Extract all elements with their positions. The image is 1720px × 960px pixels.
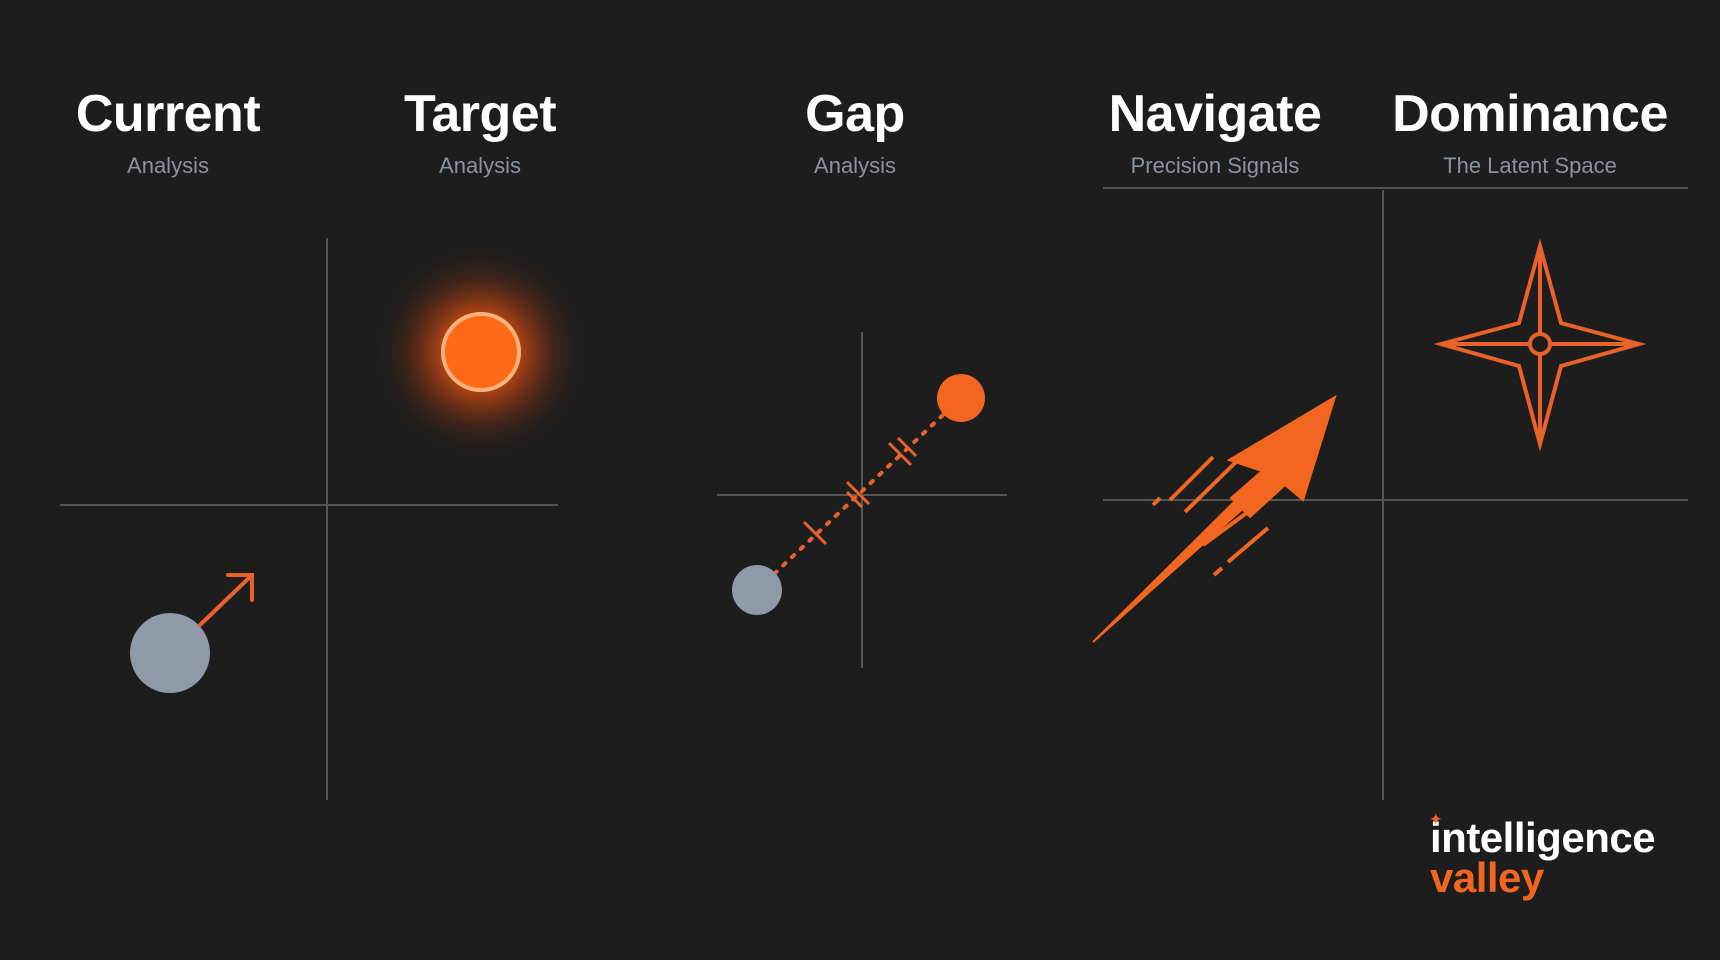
logo-line1: intelligence bbox=[1430, 814, 1656, 861]
gap-start-dot bbox=[732, 565, 782, 615]
logo-line2: valley bbox=[1430, 854, 1544, 901]
current-target-axes bbox=[60, 238, 558, 800]
stage-title: Target bbox=[403, 85, 557, 143]
stage-subtitle: Analysis bbox=[127, 153, 209, 178]
gap-end-dot bbox=[937, 374, 985, 422]
spark-icon: ✦ bbox=[1430, 811, 1442, 827]
stage-target-heading: Target Analysis bbox=[403, 84, 557, 180]
current-position-dot bbox=[130, 613, 210, 693]
stage-navigate-heading: Navigate Precision Signals bbox=[1109, 84, 1322, 180]
stage-dominance-heading: Dominance The Latent Space bbox=[1392, 84, 1668, 180]
direction-arrow-icon bbox=[198, 573, 254, 627]
stage-subtitle: Analysis bbox=[814, 153, 896, 178]
stage-subtitle: Precision Signals bbox=[1130, 153, 1300, 178]
stage-title: Gap bbox=[805, 85, 905, 143]
stage-gap-heading: Gap Analysis bbox=[805, 84, 905, 180]
stage-subtitle: Analysis bbox=[439, 153, 521, 178]
glowing-target-sun bbox=[371, 242, 591, 462]
intelligence-valley-logo: ✦ intelligence valley bbox=[1430, 812, 1656, 901]
navigate-dominance-axes bbox=[1103, 187, 1688, 800]
gap-path bbox=[755, 396, 963, 592]
stage-subtitle: The Latent Space bbox=[1443, 153, 1617, 178]
compass-star-icon bbox=[1433, 238, 1647, 452]
navigate-arrow-icon bbox=[1092, 394, 1337, 643]
stage-title: Navigate bbox=[1108, 85, 1322, 143]
stage-title: Current bbox=[75, 85, 261, 143]
stage-current-heading: Current Analysis bbox=[75, 84, 261, 180]
stage-title: Dominance bbox=[1392, 85, 1668, 143]
